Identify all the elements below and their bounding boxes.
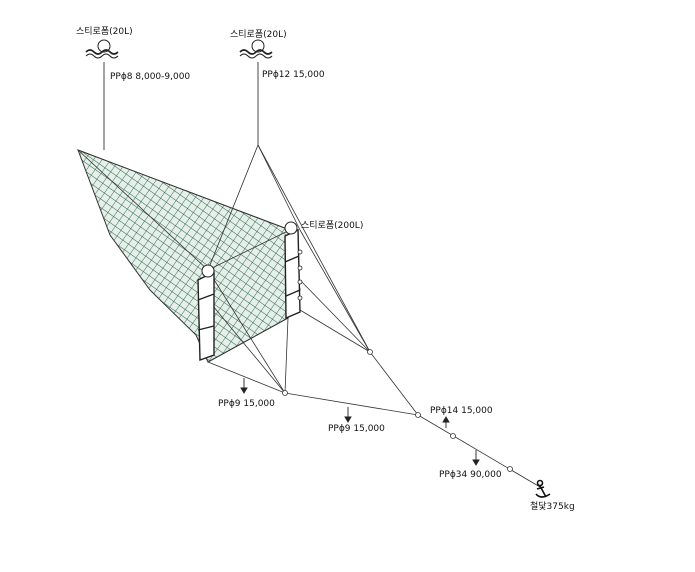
float-label-top-left: 스티로폼(20L) <box>76 26 133 37</box>
bridle-lines <box>207 144 541 488</box>
surface-buoy-right <box>239 39 273 59</box>
anchor-label: 철닻375kg <box>530 500 575 512</box>
rope-label-float-left: PPϕ8 8,000-9,000 <box>110 72 190 82</box>
mouth-frame-left <box>197 270 215 361</box>
surface-buoy-left <box>85 39 119 59</box>
float-label-mouth: 스티로폼(200L) <box>301 220 363 231</box>
rope-label-anchor-line: PPϕ34 90,000 <box>439 470 502 480</box>
rope-label-float-right: PPϕ12 15,000 <box>262 70 325 80</box>
direction-arrows <box>240 378 480 466</box>
net-body <box>77 149 301 363</box>
connector-rings <box>282 349 513 472</box>
float-icon-mouth-right <box>284 221 298 235</box>
float-icon-mouth-left <box>201 264 215 278</box>
float-label-top-right: 스티로폼(20L) <box>230 29 287 40</box>
mouth-frame-right <box>284 228 303 320</box>
rope-label-bridle-lower: PPϕ9 15,000 <box>218 399 275 409</box>
rope-label-main-line: PPϕ9 15,000 <box>328 424 385 434</box>
net-frame-lines <box>77 149 291 363</box>
anchor-icon <box>535 479 551 498</box>
rope-label-upper-line: PPϕ14 15,000 <box>430 406 493 416</box>
